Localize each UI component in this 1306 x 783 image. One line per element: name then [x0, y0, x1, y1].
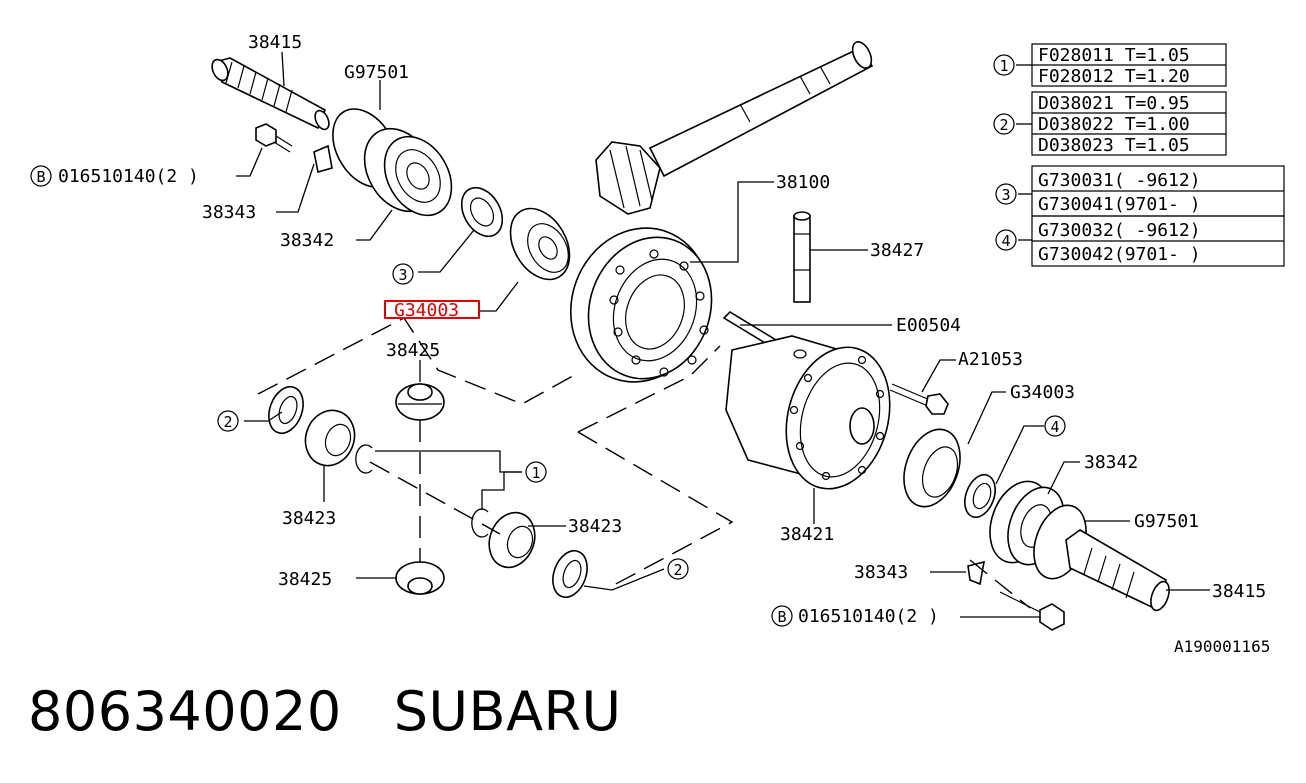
legend-1-num: 1 — [999, 57, 1008, 75]
bolt-B-top — [255, 123, 293, 153]
label-38100: 38100 — [776, 172, 830, 193]
legend-2-num: 2 — [999, 116, 1008, 134]
label-A21053: A21053 — [958, 349, 1023, 370]
axle-shaft-38415-left — [211, 57, 330, 131]
label-bolt-B-bottom: B 016510140(2 ) — [771, 605, 939, 627]
label-38342-top: 38342 — [280, 230, 334, 251]
label-G97501-right: G97501 — [1134, 511, 1199, 532]
washer-2-left — [268, 385, 304, 435]
ring-gear-38100 — [569, 227, 713, 383]
side-retainer-38342-top — [363, 127, 453, 217]
label-38342-right: 38342 — [1084, 452, 1138, 473]
legend-3-row-1: G730031( -9612) — [1038, 170, 1201, 191]
callout-1: 1 — [525, 461, 547, 483]
drive-pinion-shaft-38100 — [595, 41, 874, 215]
footer-part-number: 806340020 — [28, 680, 342, 743]
legend-3-num: 3 — [1001, 186, 1010, 204]
label-G34003-highlighted: G34003 — [394, 300, 459, 321]
callout-2-left: 2 — [217, 410, 239, 432]
legend-2-row-1: D038021 T=0.95 — [1038, 93, 1190, 114]
legend-4-row-2: G730042(9701- ) — [1038, 244, 1201, 265]
callout-2-right-num: 2 — [673, 561, 682, 579]
lock-plate-38343-top — [313, 144, 333, 174]
label-38423-right: 38423 — [568, 516, 622, 537]
pinion-gear-38425-bottom — [395, 561, 445, 595]
leader-lines — [236, 51, 1210, 618]
legend-2-row-2: D038022 T=1.00 — [1038, 114, 1190, 135]
bolt-B-bottom — [999, 591, 1065, 631]
label-38425-bottom: 38425 — [278, 569, 332, 590]
label-38415-right: 38415 — [1212, 581, 1266, 602]
legend-1-row-2: F028012 T=1.20 — [1038, 66, 1190, 87]
label-38343-right: 38343 — [854, 562, 908, 583]
shim-4 — [964, 473, 996, 519]
label-38427: 38427 — [870, 240, 924, 261]
legend-1-row-1: F028011 T=1.05 — [1038, 45, 1190, 66]
label-38425-top: 38425 — [386, 340, 440, 361]
differential-case-38421 — [725, 335, 891, 490]
pinion-gear-38425-top — [395, 383, 445, 421]
label-38421: 38421 — [780, 524, 834, 545]
callout-4: 4 — [1044, 415, 1066, 437]
b-symbol-bottom: B — [777, 608, 786, 626]
washer-2-right — [552, 549, 588, 599]
b-symbol: B — [36, 168, 45, 186]
callout-4-num: 4 — [1050, 418, 1059, 436]
label-38343-top: 38343 — [202, 202, 256, 223]
label-38415-top: 38415 — [248, 32, 302, 53]
callout-3: 3 — [392, 263, 414, 285]
side-gear-38423-left — [304, 409, 356, 467]
label-bolt-B-top: B 016510140(2 ) — [30, 165, 199, 187]
exploded-parts-diagram: 38415 G97501 B 016510140(2 ) 38343 38342… — [30, 32, 1285, 656]
callout-3-num: 3 — [398, 266, 407, 284]
assembly-dashed-lines — [257, 317, 1031, 609]
label-38423-left: 38423 — [282, 508, 336, 529]
legend-3-row-2: G730041(9701- ) — [1038, 194, 1201, 215]
footer-caption: 806340020 SUBARU — [28, 680, 622, 743]
label-G34003-right: G34003 — [1010, 382, 1075, 403]
label-E00504: E00504 — [896, 315, 961, 336]
footer-brand: SUBARU — [393, 680, 622, 743]
axle-shaft-38415-right — [1065, 529, 1170, 612]
legend-4-num: 4 — [1001, 232, 1010, 250]
shim-legend-table: 1 F028011 T=1.05 F028012 T=1.20 2 D03802… — [993, 43, 1285, 267]
pinion-shaft-38427 — [793, 211, 811, 303]
bearing-G34003-top — [509, 207, 571, 281]
bolt-A21053 — [889, 383, 949, 415]
legend-4-row-1: G730032( -9612) — [1038, 220, 1201, 241]
bearing-G34003-right — [903, 428, 961, 508]
label-016510140-bottom: 016510140(2 ) — [798, 606, 939, 627]
callout-2-right: 2 — [667, 558, 689, 580]
snap-ring-1-lower — [471, 508, 489, 538]
snap-ring-1-upper — [355, 444, 373, 474]
label-G97501-top: G97501 — [344, 62, 409, 83]
shim-3 — [460, 186, 504, 238]
highlighted-label-G34003: G34003 — [384, 300, 480, 321]
label-016510140-top: 016510140(2 ) — [58, 166, 199, 187]
legend-2-row-3: D038023 T=1.05 — [1038, 135, 1190, 156]
callout-1-num: 1 — [531, 464, 540, 482]
side-gear-38423-right — [488, 511, 536, 569]
callout-2-left-num: 2 — [223, 413, 232, 431]
diagram-id: A190001165 — [1174, 637, 1270, 656]
highlight-box — [384, 300, 480, 319]
